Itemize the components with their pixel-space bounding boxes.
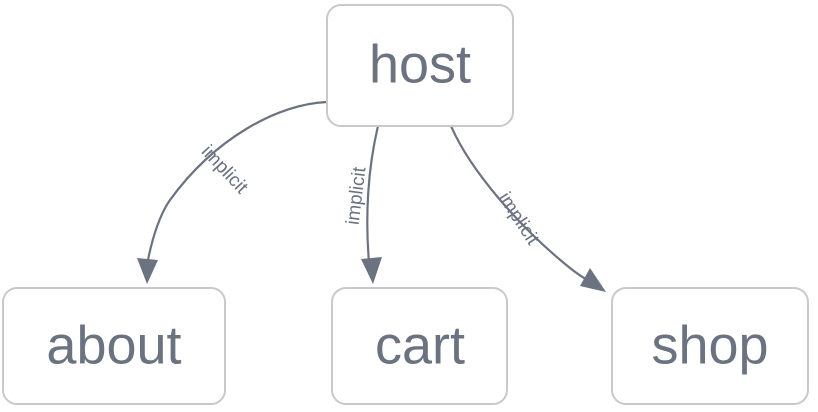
edge-host-about[interactable]: implicit: [137, 100, 329, 284]
node-about-label: about: [46, 315, 181, 375]
node-host-rect: [326, 4, 514, 127]
edge-host-cart[interactable]: implicit: [343, 124, 382, 284]
node-shop[interactable]: shop: [611, 287, 809, 405]
node-cart[interactable]: cart: [331, 287, 508, 405]
node-cart-label: cart: [375, 315, 465, 375]
arrowhead-cart: [361, 257, 382, 284]
edge-path-host-shop: [449, 124, 591, 283]
node-about[interactable]: about: [2, 287, 226, 405]
edge-label-host-shop-anchor: implicit: [494, 189, 544, 250]
node-cart-rect: [331, 287, 508, 405]
node-group: host about cart shop: [2, 4, 809, 405]
node-host-label: host: [369, 34, 471, 94]
edge-path-host-about: [145, 100, 329, 267]
node-about-rect: [2, 287, 226, 405]
arrowhead-shop: [580, 268, 606, 292]
edge-label-host-shop: implicit: [494, 189, 544, 250]
edge-label-host-about-anchor: implicit: [197, 141, 252, 198]
node-shop-label: shop: [651, 315, 768, 375]
node-host[interactable]: host: [326, 4, 514, 127]
edge-label-host-about: implicit: [197, 141, 252, 198]
arrowhead-about: [137, 258, 158, 284]
edge-group: implicit implicit implicit: [137, 100, 606, 292]
edge-path-host-cart: [366, 124, 380, 264]
edge-host-shop[interactable]: implicit: [449, 124, 606, 292]
node-shop-rect: [611, 287, 809, 405]
